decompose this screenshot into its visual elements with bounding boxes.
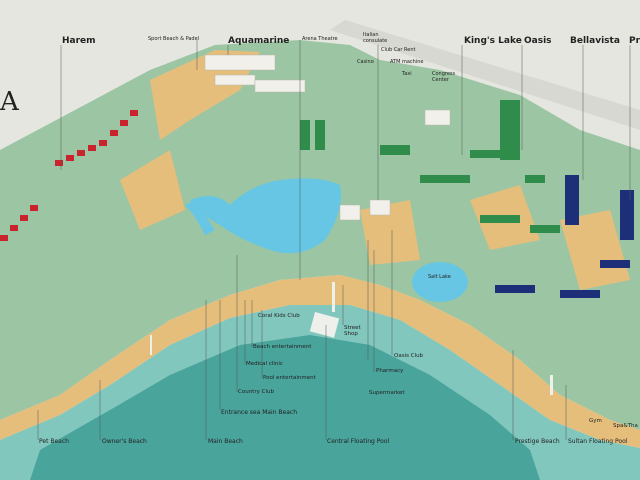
lagoon-pool [190,178,341,254]
hotel-blocks [204,54,451,221]
label-pool-entertainment: Pool entertainment [263,375,316,381]
label-gym: Gym [589,418,602,424]
sand-patch [120,150,185,230]
label-congress-center: Congress Center [432,71,456,83]
label-arena-theatre: Arena Theatre [302,36,338,42]
sand-patch [150,50,260,140]
lagoon-pool [185,200,215,235]
label-main-beach: Main Beach [208,438,243,445]
sand-patch [560,210,630,290]
label-sport-beach: Sport Beach & Padel [148,36,200,42]
zone-bellavista[interactable]: Bellavista [570,36,620,46]
map-title-fragment: A [0,87,19,117]
kings-lake-buildings [300,100,560,233]
label-coral-kids-club: Coral Kids Club [258,313,300,319]
label-owners-beach: Owner's Beach [102,438,147,445]
label-country-club: Country Club [238,389,274,395]
label-atm-machine: ATM machine [390,59,424,65]
deep-sea [30,335,540,480]
label-sultan-floating-pool: Sultan Floating Pool [568,438,628,445]
zone-pre[interactable]: Pre [629,36,640,46]
zone-kings-lake[interactable]: King's Lake [464,36,522,46]
label-pet-beach: Pet Beach [39,438,69,445]
zone-harem[interactable]: Harem [62,36,96,46]
label-prestige-beach: Prestige Beach [515,438,560,445]
label-taxi: Taxi [402,71,412,77]
label-supermarket: Supermarket [369,390,405,396]
floating-pools [150,282,553,395]
label-central-floating-pool: Central Floating Pool [327,438,390,445]
label-spa: Spa&Tha [613,423,638,429]
label-casino: Casino [357,59,374,65]
label-medical-clinic: Medical clinic [246,361,283,367]
label-oasis-club: Oasis Club [394,353,424,359]
salt-lake [412,262,468,302]
label-beach-entertainment: Beach entertainment [253,344,312,350]
label-street-shop: Street Shop [344,325,361,338]
label-entrance-main-beach: Entrance sea Main Beach [221,409,298,416]
label-italian-consulate: Italian consulate [363,32,388,44]
sand-patch [360,200,420,265]
leader-lines [37,40,631,440]
zone-oasis[interactable]: Oasis [524,36,552,46]
label-pharmacy: Pharmacy [376,368,404,374]
label-salt-lake: Salt Lake [428,274,451,280]
road [330,20,640,130]
bellavista-towers [495,175,634,298]
beach-strip [0,275,640,448]
zone-aquamarine[interactable]: Aquamarine [228,36,290,46]
harem-villas [0,110,138,241]
label-club-car-rent: Club Car Rent [381,47,416,53]
